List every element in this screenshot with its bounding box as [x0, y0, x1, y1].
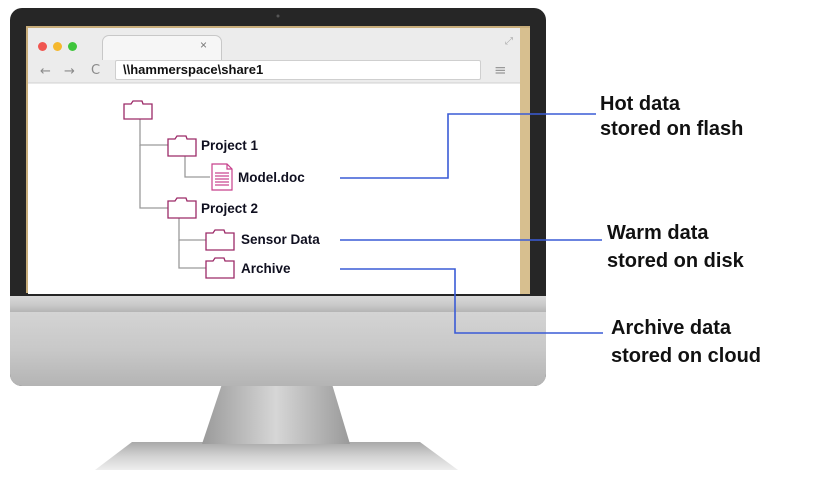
back-arrow-icon[interactable]: ← — [40, 64, 51, 79]
folder-project-1[interactable]: Project 1 — [201, 138, 259, 153]
close-tab-icon[interactable]: × — [200, 38, 208, 52]
menu-icon[interactable]: ≡ — [494, 61, 507, 79]
archive-callout-line-1: Archive data — [611, 317, 732, 339]
hot-callout-line-1: Hot data — [600, 93, 680, 115]
hot-connector-line — [340, 113, 596, 179]
window-maximize-dot[interactable] — [68, 42, 77, 51]
document-icon — [211, 163, 233, 191]
archive-callout-line-2: stored on cloud — [611, 345, 761, 367]
folder-sensor-data[interactable]: Sensor Data — [241, 232, 320, 247]
folder-icon — [205, 257, 235, 279]
monitor-stand-neck — [202, 384, 350, 444]
hot-callout-line-2: stored on flash — [600, 118, 744, 140]
file-model-doc[interactable]: Model.doc — [238, 170, 305, 185]
folder-icon — [167, 197, 197, 219]
tree-lines — [139, 119, 210, 269]
reload-icon[interactable]: C — [91, 63, 101, 78]
browser-tab[interactable] — [102, 35, 222, 60]
address-bar[interactable]: \\hammerspace\share1 — [115, 60, 481, 80]
folder-icon — [167, 135, 197, 157]
expand-icon[interactable]: ⤢ — [505, 36, 513, 47]
window-minimize-dot[interactable] — [53, 42, 62, 51]
folder-icon — [205, 229, 235, 251]
folder-archive[interactable]: Archive — [241, 261, 291, 276]
monitor-stand-base — [95, 442, 458, 470]
warm-callout-line-1: Warm data — [607, 222, 709, 244]
archive-connector-line — [340, 268, 603, 334]
warm-callout-line-2: stored on disk — [607, 250, 744, 272]
forward-arrow-icon[interactable]: → — [64, 64, 75, 79]
folder-icon — [123, 100, 153, 120]
folder-project-2[interactable]: Project 2 — [201, 201, 259, 216]
window-close-dot[interactable] — [38, 42, 47, 51]
